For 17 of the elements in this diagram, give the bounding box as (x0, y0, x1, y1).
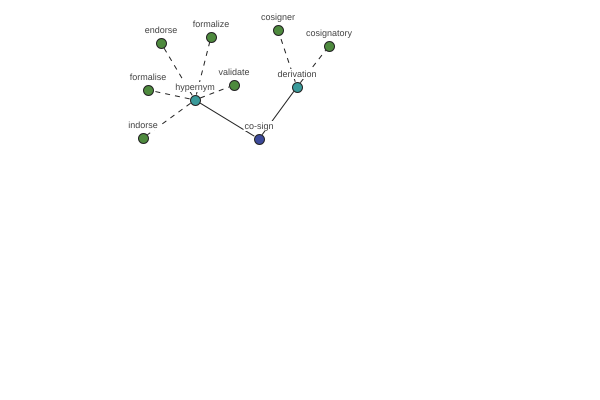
dashed-connector (163, 47, 193, 96)
node-label: co-sign (244, 121, 274, 131)
node-label: cosignatory (304, 28, 354, 38)
node-label: indorse (127, 120, 159, 130)
dashed-connector (200, 86, 230, 99)
dashed-connector (146, 102, 192, 136)
node-label: cosigner (260, 12, 296, 22)
node-label: formalise (128, 72, 168, 82)
connector (199, 102, 255, 137)
node-label: formalize (192, 19, 230, 29)
dashed-connector (300, 50, 326, 84)
node-label: endorse (144, 25, 178, 35)
dashed-connector (196, 42, 210, 96)
node-label: validate (217, 67, 251, 77)
node-label: derivation (276, 69, 318, 79)
dashed-connector (152, 90, 190, 100)
node-label: hypernym (174, 82, 216, 92)
